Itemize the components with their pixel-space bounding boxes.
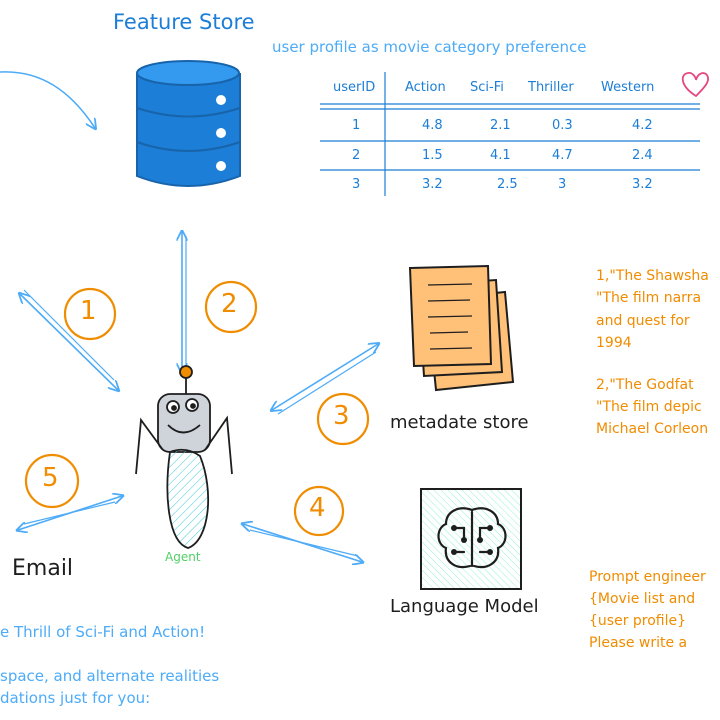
step-4-label: 4 xyxy=(309,493,326,523)
heart-icon xyxy=(681,72,709,98)
table-cell: 4.2 xyxy=(632,118,653,133)
table-cell: 3.2 xyxy=(422,177,443,192)
documents-icon xyxy=(408,264,515,392)
feature-store-title: Feature Store xyxy=(113,10,255,34)
email-line: space, and alternate realities xyxy=(0,667,220,685)
table-cell: 3 xyxy=(352,177,361,192)
prompt-line: Prompt engineer xyxy=(589,569,706,585)
step-1-label: 1 xyxy=(80,296,97,326)
table-cell: 2.1 xyxy=(490,118,511,133)
metadata-line: 1994 xyxy=(596,335,632,351)
email-line: dations just for you: xyxy=(0,689,151,707)
table-header-userid: userID xyxy=(333,80,376,95)
prompt-line: {user profile} xyxy=(589,613,687,629)
metadata-line: "The film depic xyxy=(596,399,702,415)
table-cell: 3 xyxy=(558,177,567,192)
agent-label: Agent xyxy=(165,550,201,564)
feature-store-subtitle: user profile as movie category preferenc… xyxy=(272,38,587,56)
table-cell: 4.8 xyxy=(422,118,443,133)
step-2-label: 2 xyxy=(221,289,238,319)
table-header-action: Action xyxy=(405,80,446,95)
metadata-store-label: metadate store xyxy=(390,412,529,433)
metadata-line: 2,"The Godfat xyxy=(596,377,694,393)
step-3-label: 3 xyxy=(333,401,350,431)
metadata-line: Michael Corleon xyxy=(596,421,709,437)
email-line: e Thrill of Sci-Fi and Action! xyxy=(0,623,206,641)
table-header-scifi: Sci-Fi xyxy=(470,80,504,95)
language-model-label: Language Model xyxy=(390,596,539,617)
table-cell: 2 xyxy=(352,148,361,163)
brain-chip-icon xyxy=(420,488,522,590)
table-cell: 2.5 xyxy=(497,177,518,192)
table-header-thriller: Thriller xyxy=(528,80,574,95)
prompt-line: {Movie list and xyxy=(589,591,696,607)
metadata-line: and quest for xyxy=(596,313,690,329)
table-cell: 2.4 xyxy=(632,148,653,163)
table-cell: 0.3 xyxy=(552,118,573,133)
step-circles xyxy=(24,280,370,537)
database-icon xyxy=(136,60,241,187)
table-cell: 3.2 xyxy=(632,177,653,192)
robot-agent-icon xyxy=(135,365,233,549)
arrow-3 xyxy=(272,344,378,410)
table-header-western: Western xyxy=(601,80,655,95)
table-cell: 4.1 xyxy=(490,148,511,163)
table-cell: 1.5 xyxy=(422,148,443,163)
metadata-line: "The film narra xyxy=(596,290,702,306)
table-cell: 1 xyxy=(352,118,361,133)
arrow-1 xyxy=(20,294,118,390)
metadata-line: 1,"The Shawsha xyxy=(596,268,709,284)
input-curve-arrow xyxy=(0,71,95,128)
prompt-line: Please write a xyxy=(589,635,688,651)
preference-table-grid xyxy=(320,72,700,196)
table-cell: 4.7 xyxy=(552,148,573,163)
step-5-label: 5 xyxy=(42,463,59,493)
email-label: Email xyxy=(12,556,74,581)
